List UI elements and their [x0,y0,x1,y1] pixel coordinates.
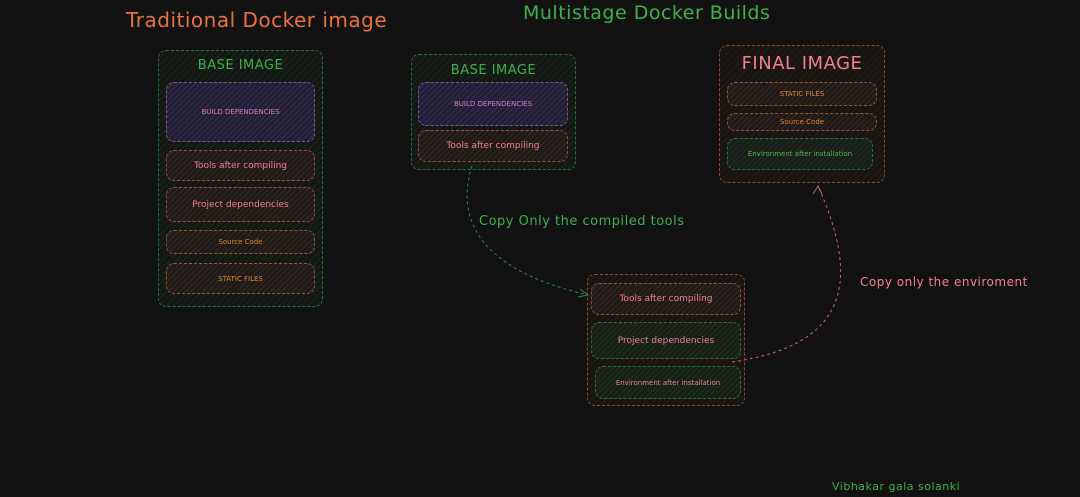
author-signature: Vibhakar gala solanki [832,480,961,493]
arrow-copy-tools-head [577,288,590,298]
intermediate-block-project-dependencies[interactable]: Project dependencies [591,322,741,359]
final-image-label: FINAL IMAGE [741,53,863,74]
traditional-block-static-files[interactable]: STATIC FILES [166,263,315,294]
final-block-static-files[interactable]: STATIC FILES [727,82,877,106]
traditional-block-tools-after-compiling[interactable]: Tools after compiling [166,150,315,181]
arrow-copy-tools [466,165,589,296]
arrow-label-copy-tools: Copy Only the compiled tools [479,214,685,229]
traditional-block-source-code[interactable]: Source Code [166,230,315,254]
arrow-copy-env [731,185,842,363]
arrow-label-copy-env: Copy only the enviroment [860,275,1028,289]
final-block-environment-after-installation[interactable]: Environment after installation [727,138,873,170]
traditional-block-project-dependencies[interactable]: Project dependencies [166,187,315,222]
multistage-base-block-tools-after-compiling[interactable]: Tools after compiling [418,130,568,162]
intermediate-block-tools-after-compiling[interactable]: Tools after compiling [591,283,741,315]
multistage-title: Multistage Docker Builds [523,2,771,24]
traditional-block-build-dependencies[interactable]: BUILD DEPENDENCIES [166,82,315,142]
multistage-base-image-label: BASE IMAGE [450,63,537,78]
final-block-source-code[interactable]: Source Code [727,113,877,131]
traditional-base-image-label: BASE IMAGE [197,58,284,73]
arrow-copy-env-head [812,184,823,195]
multistage-base-block-build-dependencies[interactable]: BUILD DEPENDENCIES [418,82,568,126]
traditional-title: Traditional Docker image [126,8,388,32]
intermediate-block-environment-after-installation[interactable]: Environment after installation [595,366,741,399]
